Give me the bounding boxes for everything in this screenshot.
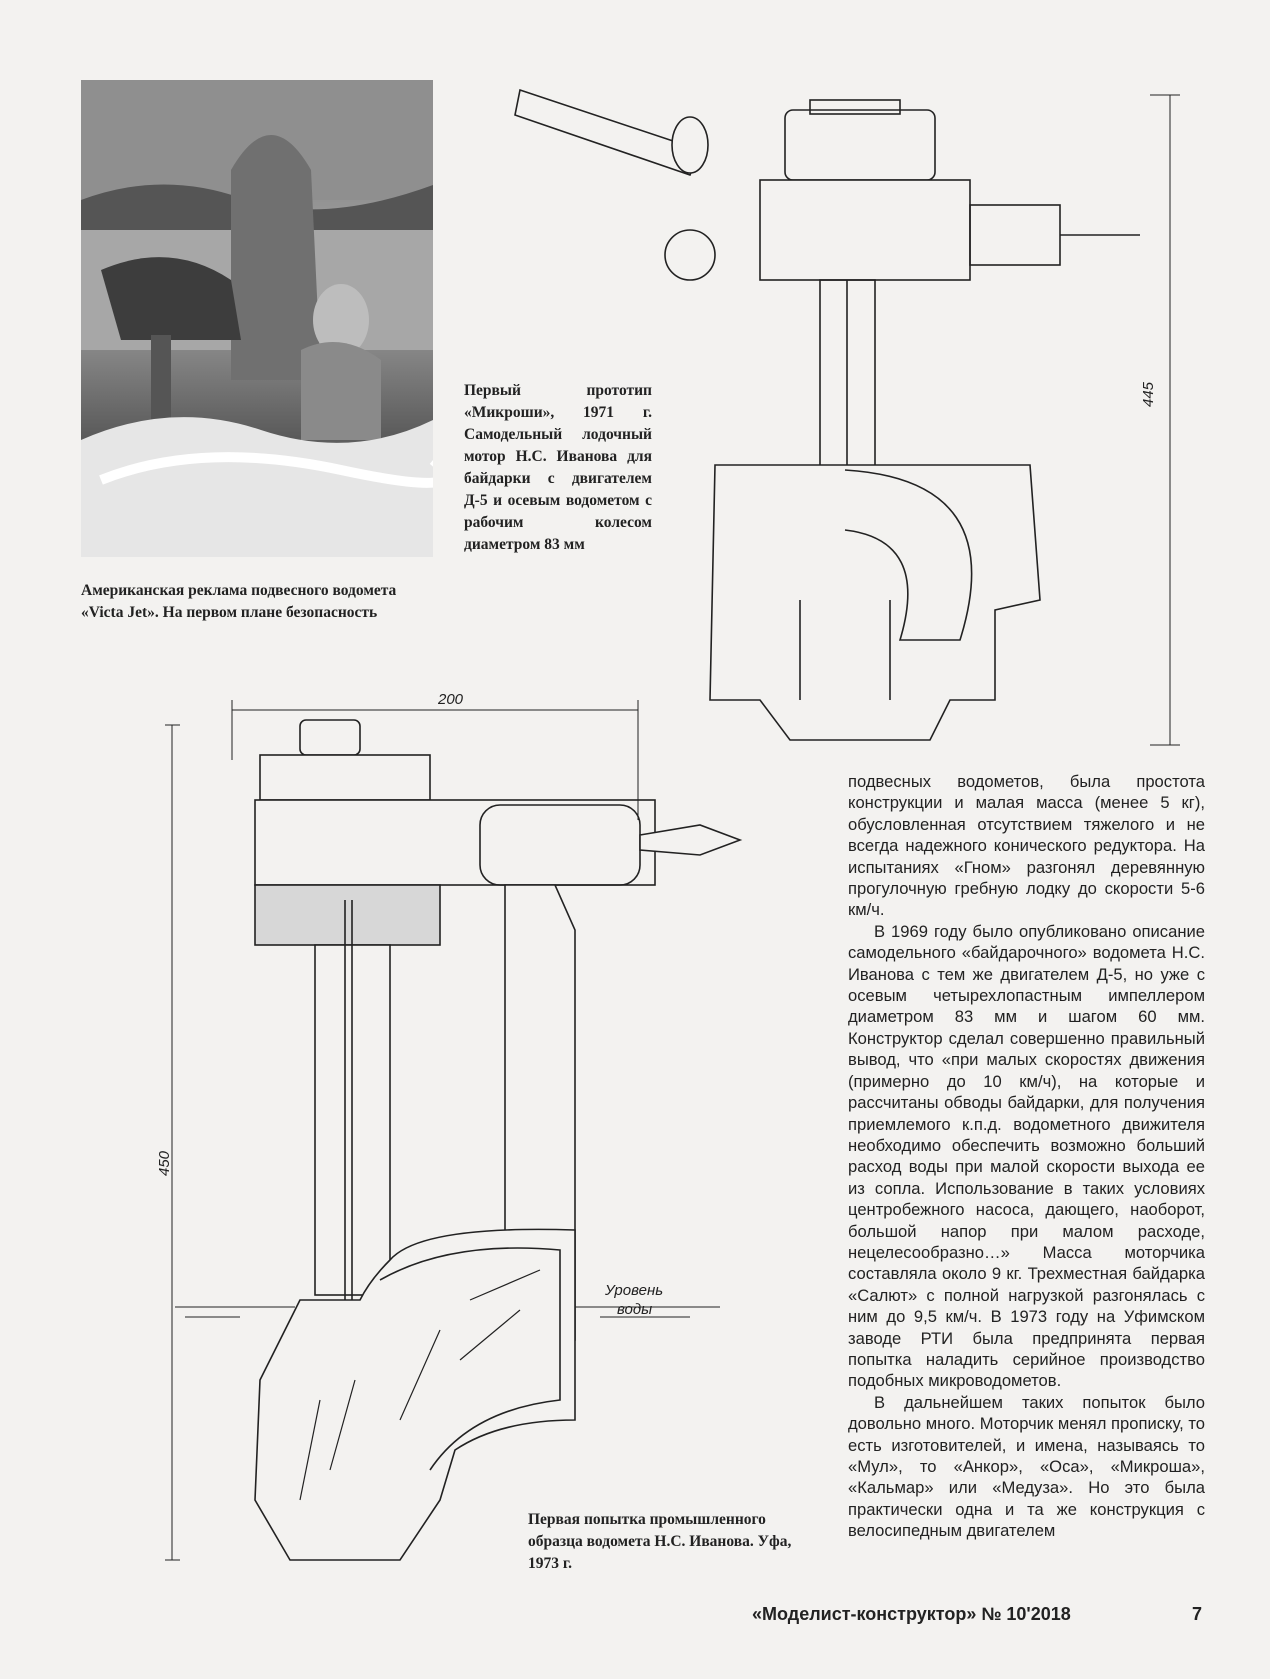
ufa-caption: Первая попытка промышленного образца вод… — [528, 1511, 792, 1572]
dimension-200: 200 — [438, 691, 464, 708]
dimension-450: 450 — [156, 1150, 174, 1177]
water-level-label-line2: воды — [617, 1301, 653, 1318]
photo-scene-image — [81, 80, 433, 557]
journal-footer: «Моделист-конструктор» № 10'2018 — [752, 1604, 1071, 1624]
photo-caption: Американская реклама подвесного водомета… — [81, 582, 397, 621]
dimension-445: 445 — [1140, 381, 1158, 408]
article-text: подвесных водометов, была простота конст… — [848, 771, 1205, 1542]
paragraph-3: В дальнейшем таких попыток было довольно… — [848, 1392, 1205, 1541]
ufa-drawing — [165, 700, 743, 1561]
prototype-caption: Первый прототип «Микроши», 1971 г. Самод… — [464, 382, 652, 553]
water-level-label-line1: Уровень — [605, 1282, 664, 1299]
paragraph-1: подвесных водометов, была простота конст… — [848, 772, 1205, 920]
page-number: 7 — [1192, 1604, 1203, 1624]
advertisement-photo — [81, 80, 433, 557]
paragraph-2: В 1969 году было опубликовано описание с… — [848, 921, 1205, 1391]
prototype-drawing — [514, 88, 1180, 746]
